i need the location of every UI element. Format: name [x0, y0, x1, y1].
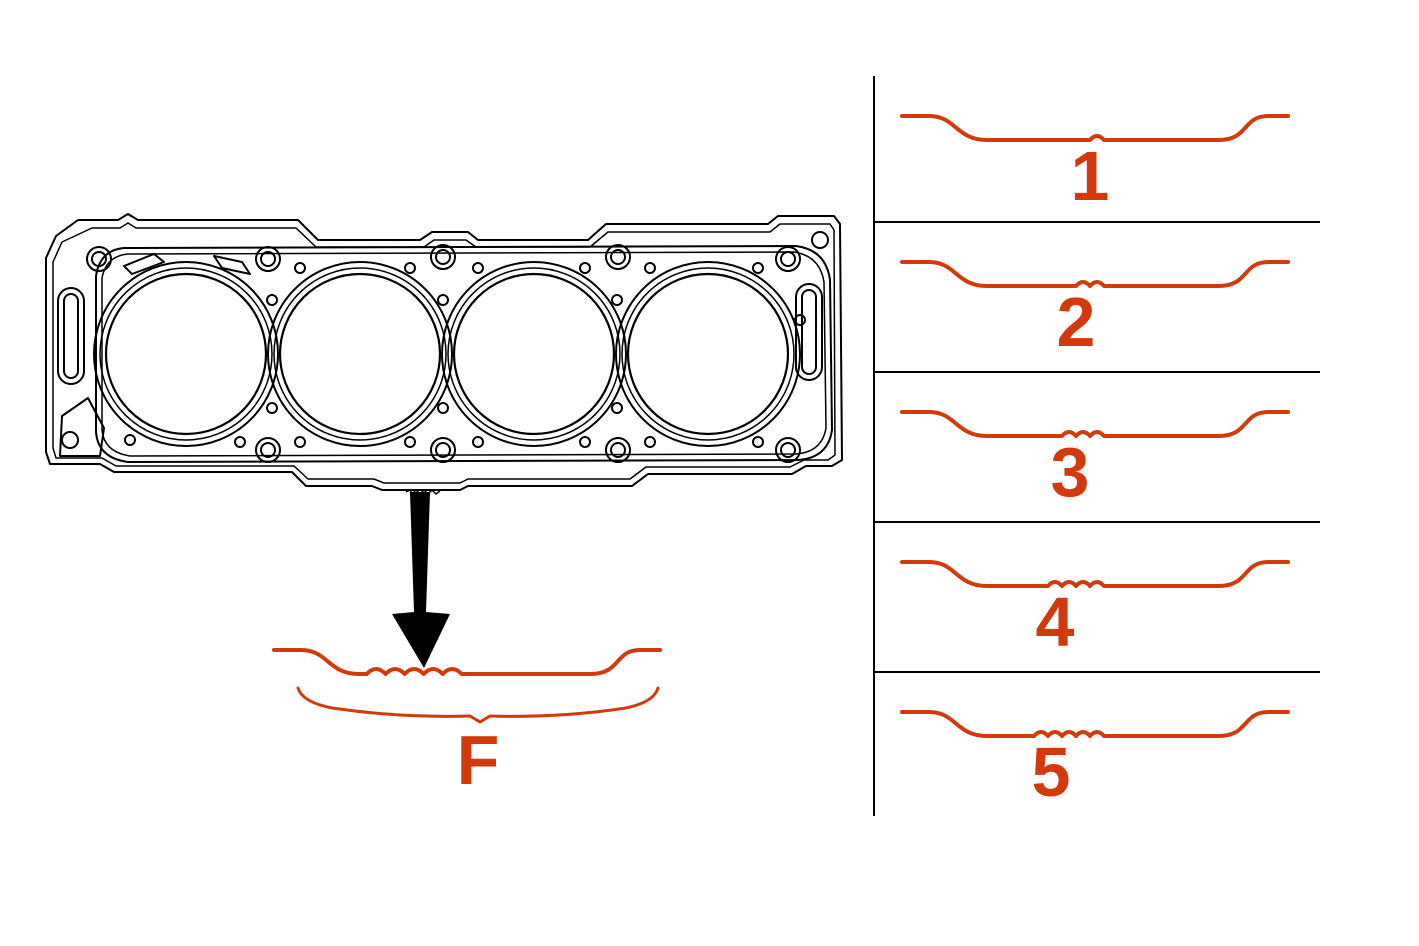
cylinder-bore-ring [447, 267, 621, 441]
variant-row-5: 5 [900, 710, 1290, 811]
detail-brace [296, 686, 660, 724]
oil-and-water-slots [57, 253, 823, 457]
cylinder-bore-ring [93, 261, 279, 447]
cylinder-bore-ring [273, 267, 447, 441]
variant-row-2: 2 [900, 260, 1290, 361]
cylinder-bore-ring [626, 272, 790, 436]
down-arrow-icon [392, 492, 450, 668]
head-gasket-drawing [45, 213, 843, 491]
variant-label: 3 [1051, 433, 1090, 511]
cylinder-bore-ring [452, 272, 616, 436]
variant-label: 5 [1032, 733, 1071, 811]
variant-table-frame [873, 76, 1320, 816]
variant-label: 1 [1071, 137, 1110, 215]
variant-profile-line [900, 114, 1290, 142]
variant-label: 2 [1057, 283, 1096, 361]
detail-label: F [457, 721, 500, 799]
cylinder-bore-ring [99, 267, 273, 441]
cylinder-bore-ring [441, 261, 627, 447]
detail-profile-f: F [272, 648, 662, 799]
cylinder-bore-ring [278, 272, 442, 436]
detail-arrow [392, 488, 450, 668]
variant-profile-line [900, 560, 1290, 588]
cylinder-bore-ring [621, 267, 795, 441]
detail-profile-line [272, 648, 662, 676]
cylinder-bore-ring [267, 261, 453, 447]
variant-row-1: 1 [900, 114, 1290, 215]
cylinder-bore-ring [104, 272, 268, 436]
variant-row-4: 4 [900, 560, 1290, 661]
variant-row-3: 3 [900, 410, 1290, 511]
fire-ring-band-inner [101, 251, 827, 457]
variant-profile-line [900, 260, 1290, 288]
gasket-outline [45, 213, 843, 491]
fire-ring-band-outer [95, 245, 833, 463]
cylinder-bores [93, 261, 801, 447]
variant-profile-line [900, 410, 1290, 438]
bolt-and-passage-holes [61, 231, 829, 463]
cylinder-bore-ring [615, 261, 801, 447]
variant-profile-line [900, 710, 1290, 738]
variant-label: 4 [1036, 583, 1075, 661]
variant-rows: 1 2 3 4 5 [900, 114, 1290, 811]
